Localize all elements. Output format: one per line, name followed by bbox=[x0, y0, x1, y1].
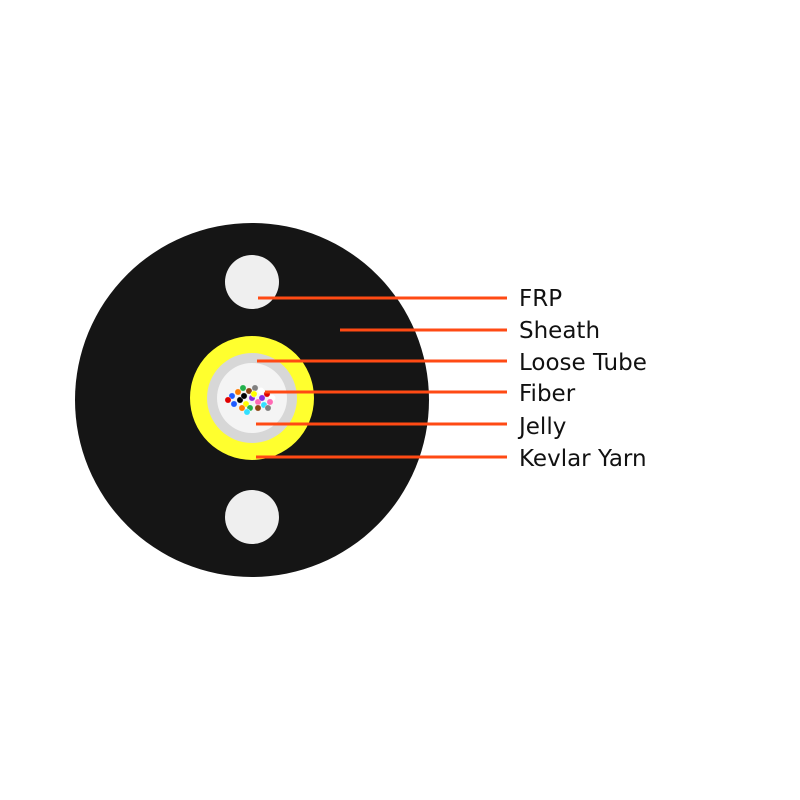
optical-fiber bbox=[238, 404, 246, 412]
kevlar-yarn-label: Kevlar Yarn bbox=[519, 446, 647, 472]
optical-fiber bbox=[245, 387, 253, 395]
frp-bottom bbox=[225, 490, 279, 544]
jelly-label: Jelly bbox=[517, 414, 566, 440]
optical-fiber bbox=[234, 388, 242, 396]
optical-fiber bbox=[240, 392, 248, 400]
optical-fiber bbox=[257, 387, 265, 395]
optical-fiber bbox=[264, 404, 272, 412]
fiber-bundle bbox=[224, 384, 276, 416]
optical-fiber bbox=[254, 404, 262, 412]
optical-fiber bbox=[239, 384, 247, 392]
fiber-label: Fiber bbox=[519, 381, 576, 407]
optical-fiber bbox=[266, 398, 274, 406]
optical-fiber bbox=[230, 400, 238, 408]
optical-fiber bbox=[251, 384, 259, 392]
optical-fiber bbox=[258, 394, 266, 402]
frp-label: FRP bbox=[519, 286, 562, 312]
optical-fiber bbox=[250, 390, 258, 398]
optical-fiber bbox=[224, 396, 232, 404]
sheath-label: Sheath bbox=[519, 318, 600, 344]
optical-fiber bbox=[243, 408, 251, 416]
frp-top bbox=[225, 255, 279, 309]
loose-tube-label: Loose Tube bbox=[519, 350, 647, 376]
